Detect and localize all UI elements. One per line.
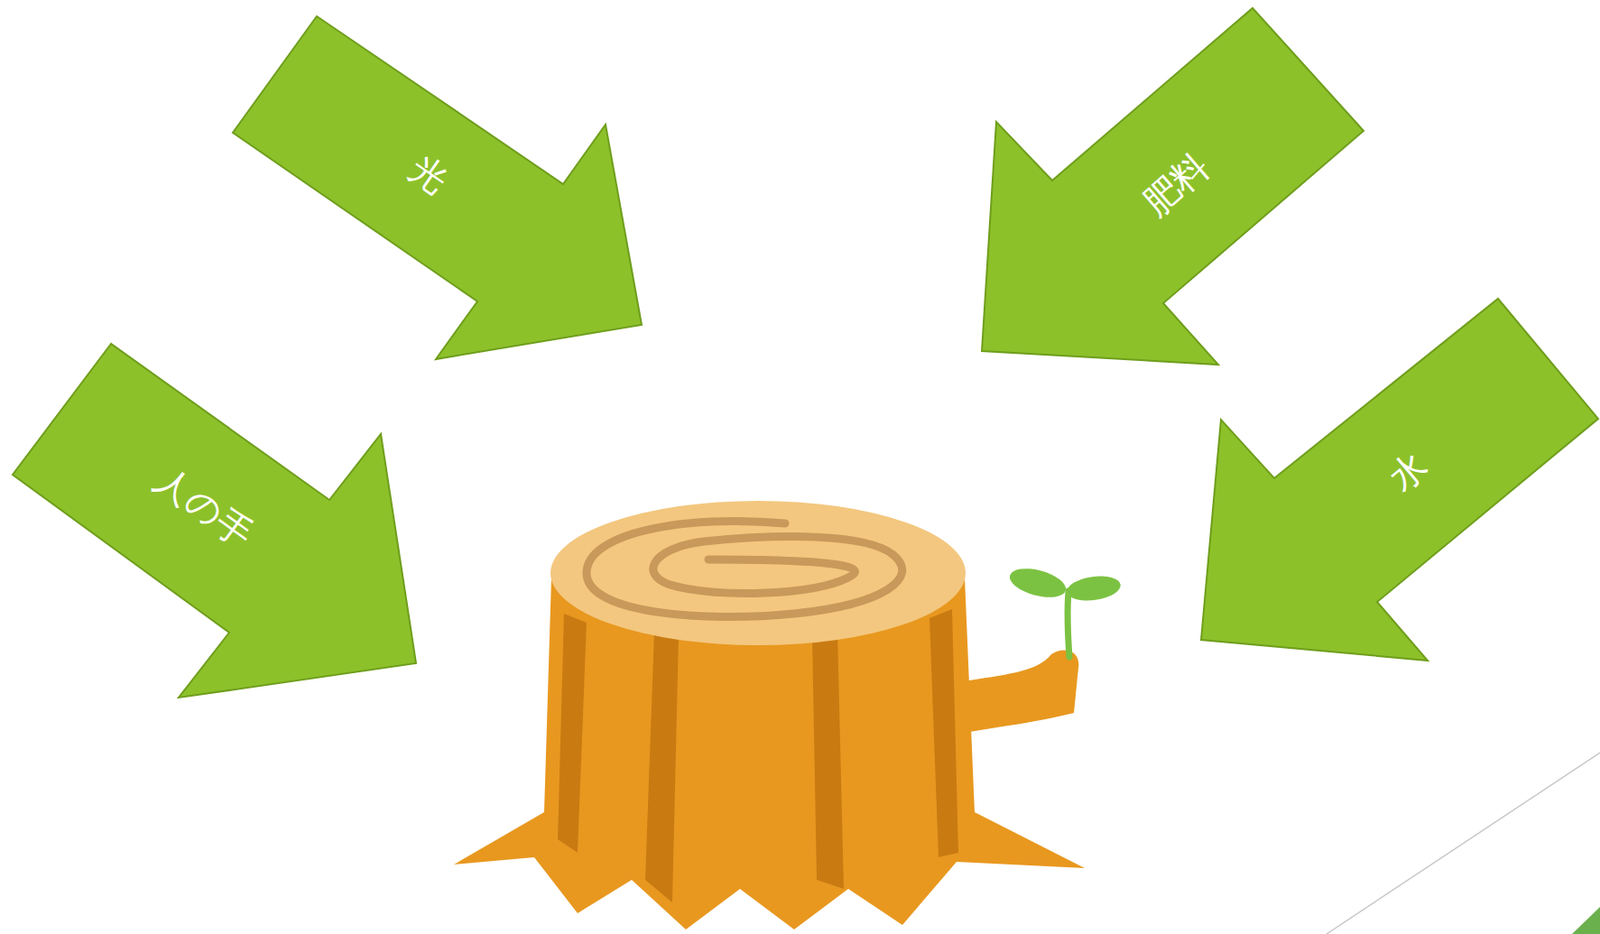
stump-top — [550, 500, 966, 646]
tree-rings — [586, 520, 903, 617]
sprout-leaf — [1006, 563, 1069, 603]
stump-stripe — [645, 631, 679, 903]
stump-stripe — [929, 609, 959, 858]
arrow-shape: 水 — [1201, 298, 1599, 661]
decor-line — [1326, 752, 1600, 934]
sprout-stem — [1067, 591, 1070, 657]
arrow-shape: 人の手 — [12, 343, 417, 698]
arrow-shape: 肥料 — [981, 8, 1364, 365]
arrow-polygon — [1201, 298, 1599, 661]
tree-stump — [453, 500, 1123, 930]
sprout-leaf — [1064, 573, 1122, 604]
stump-stripe — [557, 613, 587, 853]
stump-branch — [963, 649, 1079, 733]
arrow-shape: 光 — [232, 16, 642, 360]
arrow-polygon — [232, 16, 642, 360]
stump-stripe — [812, 631, 844, 889]
decor-corner — [1572, 906, 1600, 934]
arrow-polygon — [12, 343, 417, 698]
arrow-polygon — [981, 8, 1364, 365]
